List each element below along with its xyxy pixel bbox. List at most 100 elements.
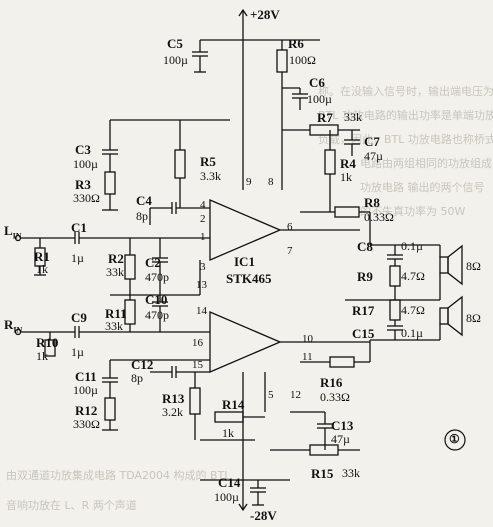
r11-ref: R11 (105, 306, 127, 321)
r4-ref: R4 (340, 156, 356, 171)
c12-ref: C12 (131, 357, 154, 372)
r12-ref: R12 (75, 403, 98, 418)
bg-text-line: 由双通道功放集成电路 TDA2004 构成的 BTL (6, 469, 231, 482)
r7-ref: R7 (317, 110, 333, 125)
c7-ref: C7 (364, 134, 380, 149)
pin-5: 5 (268, 389, 274, 401)
r9-value: 4.7Ω (401, 269, 425, 283)
c6-value: 100µ (307, 92, 332, 106)
r1-ref: R1 (34, 249, 50, 264)
c4-value: 8p (136, 209, 148, 223)
c15-value: 0.1µ (401, 326, 423, 340)
r14-value: 1k (222, 426, 234, 440)
supply-negative-label: -28V (250, 508, 277, 523)
pin-10: 10 (302, 333, 313, 345)
c12-value: 8p (131, 371, 143, 385)
r5-ref: R5 (200, 154, 216, 169)
c9-ref: C9 (71, 310, 87, 325)
c5-ref: C5 (167, 36, 183, 51)
pin-7: 7 (287, 245, 293, 257)
r2-ref: R2 (108, 251, 124, 266)
pin-15: 15 (192, 359, 203, 371)
input-left-label: LIN (4, 224, 22, 243)
ic-part-number: STK465 (226, 271, 272, 286)
r13-ref: R13 (162, 391, 185, 406)
r6-value: 100Ω (289, 53, 316, 67)
c6-ref: C6 (309, 75, 325, 90)
c9-value: 1µ (71, 345, 84, 359)
speaker-left-impedance: 8Ω (466, 259, 481, 273)
r15-ref: R15 (311, 466, 334, 481)
c4-ref: C4 (136, 193, 152, 208)
r4-value: 1k (340, 170, 352, 184)
input-right-label: RIN (4, 318, 22, 337)
pin-6: 6 (287, 221, 293, 233)
input-right-sub: IN (13, 325, 23, 335)
c5-value: 100µ (163, 53, 188, 67)
c7-value: 47µ (364, 149, 383, 163)
pin-13: 13 (196, 279, 207, 291)
bg-text-line: 电路由两组相同的功放组成 (360, 157, 492, 170)
pin-8: 8 (268, 176, 274, 188)
ic-name: IC1 (234, 254, 255, 269)
r1-value: 1k (36, 262, 48, 276)
c10-value: 470p (145, 308, 169, 322)
r6-ref: R6 (288, 36, 304, 51)
r8-ref: R8 (364, 195, 380, 210)
r16-ref: R16 (320, 375, 343, 390)
c8-value: 0.1µ (401, 239, 423, 253)
c13-value: 47µ (331, 432, 350, 446)
r15-value: 33k (342, 466, 360, 480)
r16-value: 0.33Ω (320, 390, 350, 404)
pin-9: 9 (246, 176, 252, 188)
bg-text-line: 的不失真功率为 50W (360, 205, 466, 218)
r2-value: 33k (106, 265, 124, 279)
c2-ref: C2 (145, 255, 161, 270)
input-right-letter: R (4, 317, 14, 332)
r3-ref: R3 (75, 177, 91, 192)
pin-3: 3 (200, 261, 206, 273)
c8-ref: C8 (357, 239, 373, 254)
c3-ref: C3 (75, 142, 91, 157)
r7-value: 33k (344, 110, 362, 124)
r11-value: 33k (105, 319, 123, 333)
pin-11: 11 (302, 351, 313, 363)
bg-text-line: 音响功放在 L、R 两个声道 (6, 499, 137, 512)
c11-value: 100µ (73, 383, 98, 397)
r3-value: 330Ω (73, 191, 100, 205)
pin-2: 2 (200, 213, 206, 225)
c3-value: 100µ (73, 157, 98, 171)
bg-text-line: 负载，因此，BTL 功放电路也称桥式 (318, 133, 493, 146)
input-left-letter: L (4, 223, 13, 238)
r10-value: 1k (36, 349, 48, 363)
bg-text-line: 称。在没输入信号时，输出端电压为零 (318, 85, 493, 98)
pin-1: 1 (200, 231, 206, 243)
pin-14: 14 (196, 305, 207, 317)
c2-value: 470p (145, 270, 169, 284)
r10-ref: R10 (36, 335, 59, 350)
pin-16: 16 (192, 337, 203, 349)
supply-positive-label: +28V (250, 7, 280, 22)
c15-ref: C15 (352, 326, 375, 341)
r8-value: 0.33Ω (364, 210, 394, 224)
r5-value: 3.3k (200, 169, 221, 183)
c14-ref: C14 (218, 475, 241, 490)
bg-text-line: 功放电路 输出的两个信号 (360, 181, 485, 194)
c13-ref: C13 (331, 418, 354, 433)
r9-ref: R9 (357, 269, 373, 284)
c1-value: 1µ (71, 251, 84, 265)
r13-value: 3.2k (162, 405, 183, 419)
r14-ref: R14 (222, 397, 245, 412)
c1-ref: C1 (71, 220, 87, 235)
figure-number: ① (449, 432, 460, 446)
r12-value: 330Ω (73, 417, 100, 431)
pin-4: 4 (200, 199, 206, 211)
input-left-sub: IN (12, 231, 22, 241)
bg-text-line: BTL 功放电路的输出功率是单端功放的 (318, 109, 493, 122)
c14-value: 100µ (214, 490, 239, 504)
c10-ref: C10 (145, 292, 168, 307)
c11-ref: C11 (75, 369, 97, 384)
speaker-right-impedance: 8Ω (466, 311, 481, 325)
